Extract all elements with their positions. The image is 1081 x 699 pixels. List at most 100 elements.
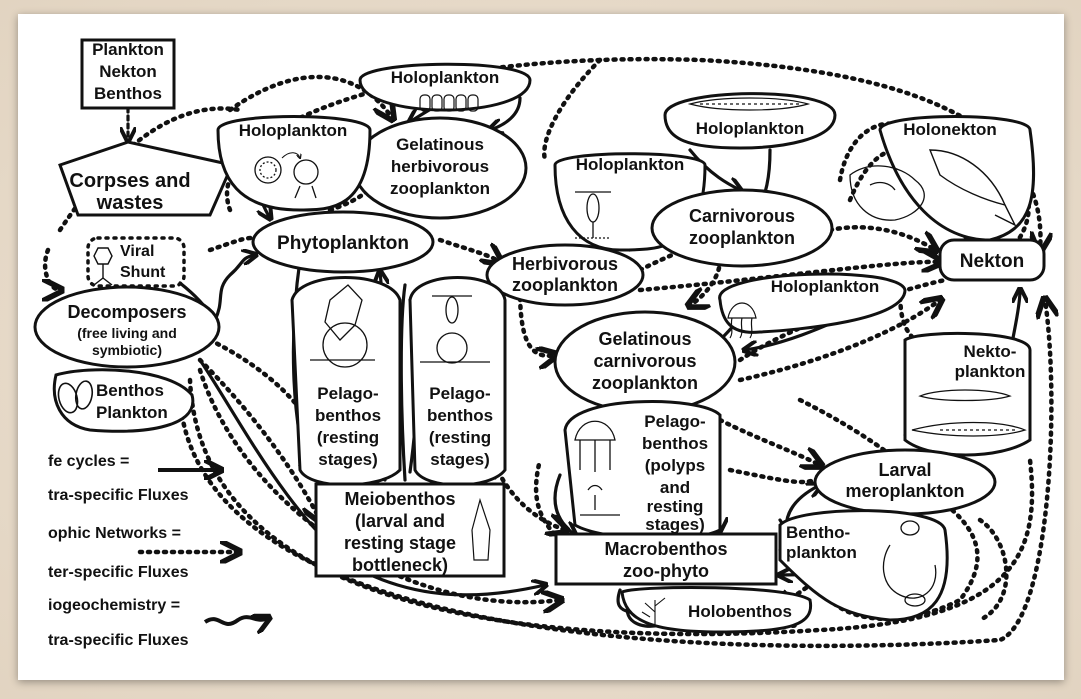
decomposers-line-2: (free living and xyxy=(77,325,177,341)
gelherb-line-1: Gelatinous xyxy=(396,135,484,154)
meiofauna-icon xyxy=(471,497,491,561)
legend-intra-specific-1: tra-specific Fluxes xyxy=(48,487,189,504)
pelago3-line-3: (polyps xyxy=(645,456,705,475)
holoplankton-phyto-label: Holoplankton xyxy=(239,121,348,140)
copepod-icon xyxy=(575,191,611,239)
legend: fe cycles = tra-specific Fluxes ophic Ne… xyxy=(48,453,268,649)
node-holobenthos: Holobenthos xyxy=(620,585,813,634)
meio-line-3: resting stage xyxy=(344,533,456,553)
node-holoplankton-gelatinous: Holoplankton xyxy=(358,62,532,112)
jellyfish-icon xyxy=(727,302,757,339)
svg-text:Nekto-plankton: Nekto-plankton xyxy=(955,342,1026,381)
pnb-line-3: Benthos xyxy=(94,84,162,103)
bacteria-icon xyxy=(57,380,94,414)
phytoplankton-cells-icon xyxy=(254,152,319,199)
herb-line-2: zooplankton xyxy=(512,275,618,295)
carn-line-2: zooplankton xyxy=(689,228,795,248)
node-holoplankton-carnivorous: Holoplankton xyxy=(663,92,837,150)
holoplankton-gel-label: Holoplankton xyxy=(391,68,500,87)
node-holoplankton-phyto: Holoplankton xyxy=(216,115,372,212)
fish-icon xyxy=(928,149,1017,227)
pelago3-line-4: and xyxy=(660,478,690,497)
macro-line-1: Macrobenthos xyxy=(604,539,727,559)
chaetognath-icon xyxy=(687,97,811,111)
benthoplankton-line-2: plankton xyxy=(786,543,857,562)
node-nekton: Nekton xyxy=(938,238,1046,282)
pelago3-line-2: benthos xyxy=(642,434,708,453)
larval-line-1: Larval xyxy=(878,460,931,480)
holobenthos-label: Holobenthos xyxy=(688,602,792,621)
node-benthoplankton: Bentho-plankton xyxy=(778,509,949,622)
pelago3-line-6: stages) xyxy=(645,515,705,534)
holonekton-label: Holonekton xyxy=(903,120,997,139)
legend-intra-specific-2: tra-specific Fluxes xyxy=(48,632,189,649)
pnb-line-2: Nekton xyxy=(99,62,157,81)
viral-line-1: Viral xyxy=(120,243,154,260)
benthic-larva-icon xyxy=(882,520,937,607)
legend-wavy-arrow xyxy=(203,617,268,624)
phytoplankton-label: Phytoplankton xyxy=(277,233,409,254)
pelago1-line-1: Pelago- xyxy=(317,384,378,403)
pelago1-line-3: (resting xyxy=(317,428,379,447)
decomposers-line-1: Decomposers xyxy=(67,302,186,322)
holoplankton-herb-label: Holoplankton xyxy=(576,155,685,174)
seaweed-icon xyxy=(641,597,666,625)
pnb-line-1: Plankton xyxy=(92,40,164,59)
larval-fish-icon xyxy=(911,389,1027,437)
node-nektoplankton: Nekto-plankton xyxy=(903,331,1032,457)
node-phytoplankton: Phytoplankton xyxy=(251,210,435,274)
meio-line-4: bottleneck) xyxy=(352,555,448,575)
gelcarn-line-2: carnivorous xyxy=(593,351,696,371)
pelago2-line-3: (resting xyxy=(429,428,491,447)
dinoflagellate-cyst-icon xyxy=(310,284,375,368)
gelcarn-line-1: Gelatinous xyxy=(598,329,691,349)
meio-line-2: (larval and xyxy=(355,511,445,531)
gelherb-line-3: zooplankton xyxy=(390,179,490,198)
legend-life-cycles: fe cycles = xyxy=(48,453,129,470)
corpses-line-1: Corpses and xyxy=(69,170,190,192)
carn-line-1: Carnivorous xyxy=(689,206,795,226)
medusa-polyp-icon xyxy=(574,420,620,516)
benthos-plankton-line-1: Benthos xyxy=(96,381,164,400)
legend-biogeochemistry: iogeochemistry = xyxy=(48,597,180,614)
node-holonekton: Holonekton xyxy=(878,115,1036,242)
pelago2-line-4: stages) xyxy=(430,450,490,469)
nekton-label: Nekton xyxy=(960,251,1024,272)
node-holoplankton-gelcarn: Holoplankton xyxy=(718,272,907,339)
pelago2-line-1: Pelago- xyxy=(429,384,490,403)
pelago1-line-4: stages) xyxy=(318,450,378,469)
benthoplankton-line-1: Bentho- xyxy=(786,523,850,542)
holoplankton-carn-label: Holoplankton xyxy=(696,119,805,138)
pelago3-line-5: resting xyxy=(647,497,704,516)
benthos-plankton-line-2: Plankton xyxy=(96,403,168,422)
larval-line-2: meroplankton xyxy=(845,481,964,501)
copepod-egg-icon xyxy=(420,295,490,364)
decomposers-line-3: symbiotic) xyxy=(92,342,162,358)
pelago3-line-1: Pelago- xyxy=(644,412,705,431)
holoplankton-gelcarn-label: Holoplankton xyxy=(771,277,880,296)
